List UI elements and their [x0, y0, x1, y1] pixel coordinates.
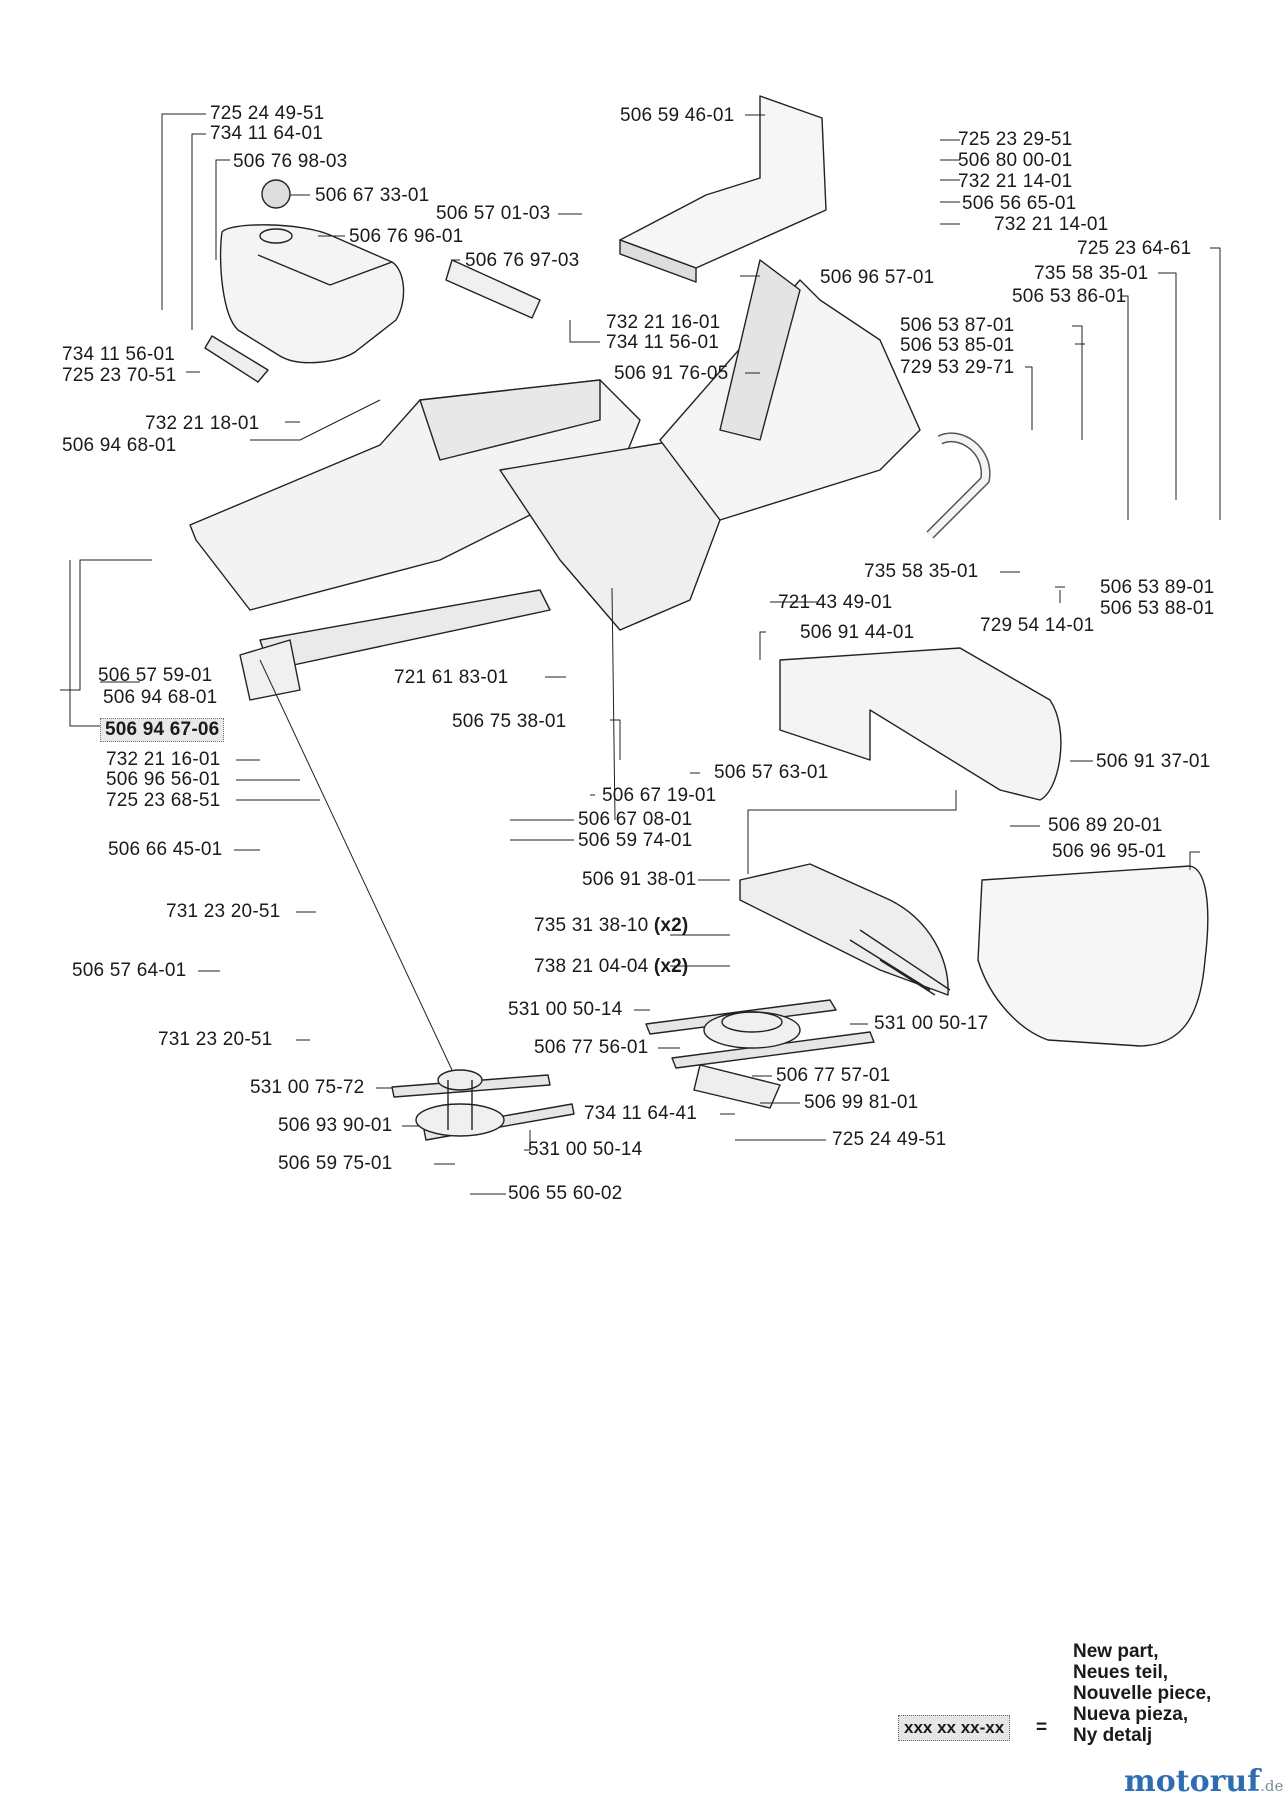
legend-text: New part, Neues teil, Nouvelle piece, Nu… [1073, 1641, 1211, 1746]
lower-guard [739, 863, 951, 996]
part-label: 506 57 01-03 [436, 203, 551, 224]
part-label: 506 59 74-01 [578, 830, 693, 851]
part-label: 732 21 18-01 [145, 413, 260, 434]
part-label: 725 24 49-51 [210, 103, 325, 124]
part-label: 734 11 56-01 [62, 344, 175, 365]
part-label: 531 00 75-72 [250, 1077, 365, 1098]
part-label: 531 00 50-14 [508, 999, 623, 1020]
fuel-tank [219, 179, 405, 364]
part-label: 506 53 89-01 [1100, 577, 1215, 598]
part-label: 734 11 56-01 [606, 332, 719, 353]
part-label: 506 76 98-03 [233, 151, 348, 172]
part-label: 731 23 20-51 [158, 1029, 273, 1050]
part-label: 725 23 70-51 [62, 365, 177, 386]
part-label: 506 53 88-01 [1100, 598, 1215, 619]
belt-guard [779, 647, 1062, 801]
part-label: 506 67 19-01 [602, 785, 717, 806]
legend-line: Ny detalj [1073, 1725, 1153, 1746]
part-label: 725 23 29-51 [958, 129, 1073, 150]
part-label: 734 11 64-01 [210, 123, 323, 144]
part-label: 506 91 44-01 [800, 622, 915, 643]
watermark-logo: motoruf.de [1124, 1764, 1284, 1799]
part-label: 729 53 29-71 [900, 357, 1015, 378]
part-label: 506 94 68-01 [103, 687, 218, 708]
part-label: 506 96 56-01 [106, 769, 221, 790]
part-label: 506 57 64-01 [72, 960, 187, 981]
part-label: 506 53 87-01 [900, 315, 1015, 336]
part-label: 531 00 50-14 [528, 1139, 643, 1160]
part-label: 506 75 38-01 [452, 711, 567, 732]
part-label: 506 94 68-01 [62, 435, 177, 456]
part-label: 729 54 14-01 [980, 615, 1095, 636]
cutter-assembly-left [391, 1069, 575, 1141]
part-label: 725 23 64-61 [1077, 238, 1192, 259]
part-label: 506 96 57-01 [820, 267, 935, 288]
part-label: 731 23 20-51 [166, 901, 281, 922]
part-label: 531 00 50-17 [874, 1013, 989, 1034]
part-label: 506 99 81-01 [804, 1092, 919, 1113]
part-label: 506 67 33-01 [315, 185, 430, 206]
part-label: 506 76 97-03 [465, 250, 580, 271]
part-label: 506 96 95-01 [1052, 841, 1167, 862]
part-label: 506 91 76-05 [614, 363, 729, 384]
part-label: 506 67 08-01 [578, 809, 693, 830]
part-label: 506 80 00-01 [958, 150, 1073, 171]
part-label: 506 59 75-01 [278, 1153, 393, 1174]
part-label: 721 43 49-01 [778, 592, 893, 613]
part-label: 506 57 63-01 [714, 762, 829, 783]
part-label: 738 21 04-04 (x2) [534, 956, 689, 977]
part-label: 732 21 16-01 [606, 312, 721, 333]
part-label: 734 11 64-41 [584, 1103, 697, 1124]
part-label: 725 24 49-51 [832, 1129, 947, 1150]
part-label: 506 77 57-01 [776, 1065, 891, 1086]
part-label: 732 21 14-01 [994, 214, 1109, 235]
part-label: 735 58 35-01 [1034, 263, 1149, 284]
cutter-assembly-right [645, 999, 875, 1109]
part-label: 506 77 56-01 [534, 1037, 649, 1058]
part-label: 506 56 65-01 [962, 193, 1077, 214]
part-label: 506 57 59-01 [98, 665, 213, 686]
side-cover [977, 865, 1209, 1047]
part-label: 721 61 83-01 [394, 667, 509, 688]
legend-equals: = [1036, 1717, 1048, 1738]
new-part-label: 506 94 67-06 [100, 718, 225, 742]
legend-new-part-sample: xxx xx xx-xx [898, 1715, 1011, 1741]
part-label: 506 89 20-01 [1048, 815, 1163, 836]
part-label: 725 23 68-51 [106, 790, 221, 811]
part-label: 506 91 37-01 [1096, 751, 1211, 772]
legend-line: New part, [1073, 1641, 1159, 1662]
part-label: 732 21 16-01 [106, 749, 221, 770]
legend-line: Nouvelle piece, [1073, 1683, 1212, 1704]
part-label: 506 53 85-01 [900, 335, 1015, 356]
legend-line: Nueva pieza, [1073, 1704, 1189, 1725]
seat-plate [619, 95, 827, 283]
part-label: 506 93 90-01 [278, 1115, 393, 1136]
part-label: 732 21 14-01 [958, 171, 1073, 192]
part-label: 735 31 38-10 (x2) [534, 915, 689, 936]
part-label: 735 58 35-01 [864, 561, 979, 582]
main-frame [189, 259, 991, 701]
tank-bracket [204, 259, 541, 383]
part-label: 506 76 96-01 [349, 226, 464, 247]
part-label: 506 59 46-01 [620, 105, 735, 126]
legend-line: Neues teil, [1073, 1662, 1169, 1683]
part-label: 506 66 45-01 [108, 839, 223, 860]
leader-lines [60, 113, 1221, 1195]
part-label: 506 55 60-02 [508, 1183, 623, 1204]
part-label: 506 53 86-01 [1012, 286, 1127, 307]
part-label: 506 91 38-01 [582, 869, 697, 890]
